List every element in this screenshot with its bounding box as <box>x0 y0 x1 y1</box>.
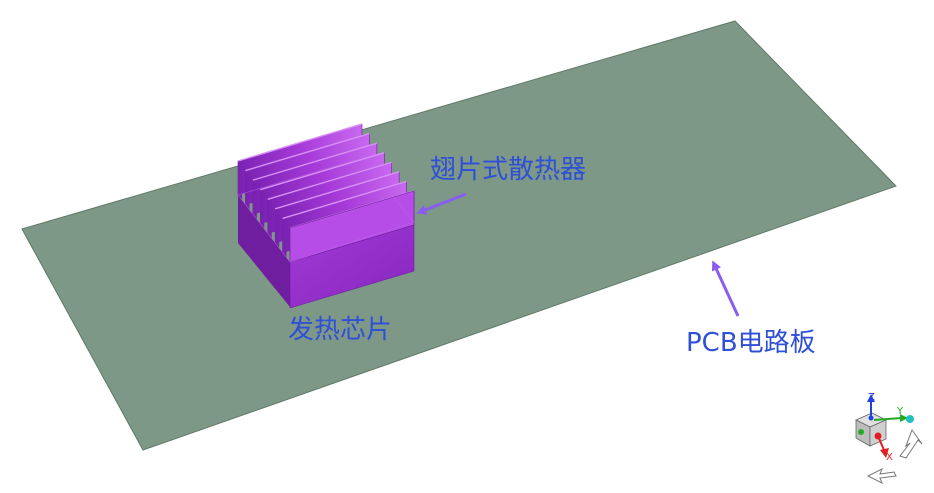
heatsink-fin-edge <box>260 189 265 229</box>
heatsink-front-fin-top <box>289 190 415 263</box>
axis-x-line <box>877 435 885 451</box>
heatsink-base-side <box>238 195 290 307</box>
heatsink-label: 翅片式散热器 <box>430 155 587 185</box>
heatsink-fin-edge <box>238 161 242 200</box>
axis-y-label: Y <box>896 406 904 417</box>
heatsink-pointer-arrow <box>416 192 467 215</box>
axis-y-line <box>873 417 903 421</box>
rotate-arrow-icon[interactable] <box>866 467 897 485</box>
heatsink-fin-top <box>237 123 363 162</box>
heatsink-fin-edge <box>267 199 272 239</box>
rotate-arrow-icon[interactable] <box>899 428 923 459</box>
heatsink-fin-top <box>252 142 378 181</box>
pcb-pointer-arrow <box>711 260 740 317</box>
heatsink-top <box>237 157 415 263</box>
chip-label: 发热芯片 <box>288 315 393 345</box>
pcb-label: PCB电路板 <box>686 328 816 358</box>
heatsink-fin-edge <box>252 180 257 219</box>
heatsink-fin-edge <box>282 218 287 258</box>
heatsink <box>237 123 415 309</box>
heatsink-fin-top <box>260 152 385 191</box>
heatsink-fin-top <box>267 161 392 200</box>
axis-z-label: Z <box>868 392 875 403</box>
heatsink-fins <box>237 123 415 309</box>
heatsink-fin-edge <box>245 170 250 210</box>
view-sphere-icon[interactable] <box>906 415 914 423</box>
heatsink-fin-edge <box>275 208 280 248</box>
axis-x-label: X <box>886 452 893 463</box>
view-cube-icon[interactable]: Z Y X <box>855 392 914 463</box>
pcb-board <box>21 20 897 451</box>
heatsink-fin-top <box>245 132 370 172</box>
